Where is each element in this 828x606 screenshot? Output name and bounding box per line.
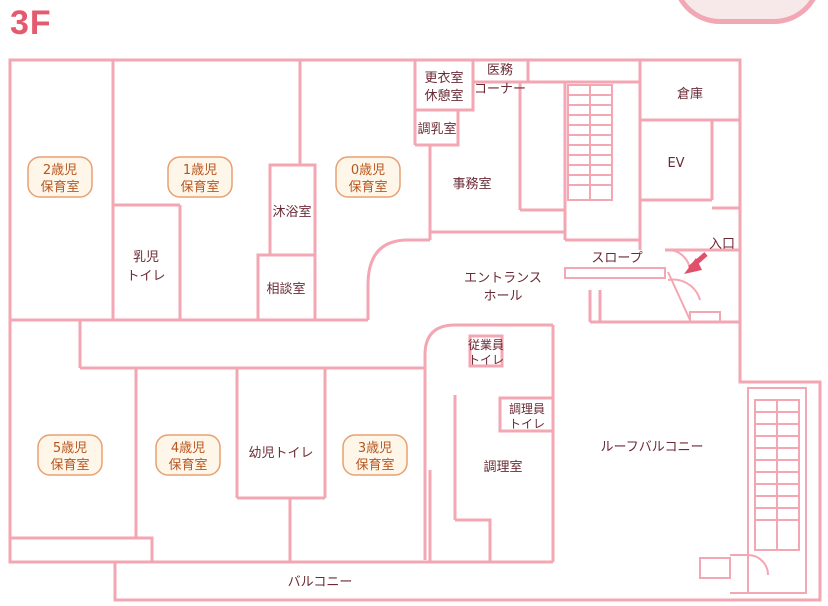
- svg-text:2歳児: 2歳児: [43, 163, 77, 178]
- label-changing-room: 更衣室: [424, 70, 463, 86]
- label-office: 事務室: [452, 176, 491, 192]
- label-elevator: EV: [667, 156, 684, 171]
- room-nursery-3: 3歳児 保育室: [342, 434, 408, 476]
- staff-toilet-walls: [468, 334, 504, 368]
- step: [699, 557, 731, 579]
- slope-rail: [564, 267, 666, 279]
- room-nursery-0: 0歳児 保育室: [335, 156, 401, 198]
- label-infant: 乳児: [133, 250, 159, 265]
- label-kitchen: 調理室: [483, 459, 522, 475]
- label-cook-toilet: トイレ: [509, 417, 545, 431]
- svg-text:4歳児: 4歳児: [171, 441, 205, 456]
- label-rest-room: 休憩室: [424, 88, 463, 104]
- outer-wall: [8, 58, 822, 602]
- label-infant-toilet: トイレ: [126, 269, 165, 284]
- door-swing: [747, 554, 769, 576]
- cook-toilet-walls: [498, 396, 555, 433]
- wall: [366, 238, 430, 320]
- door: [730, 554, 749, 594]
- label-medical-corner: コーナー: [474, 82, 526, 97]
- entrance-arrow-head-icon: [684, 258, 702, 274]
- wall: [415, 60, 475, 112]
- wall: [423, 323, 553, 560]
- label-storage: 倉庫: [677, 87, 703, 102]
- wall: [667, 271, 691, 321]
- svg-text:保育室: 保育室: [355, 457, 394, 473]
- label-balcony: バルコニー: [288, 575, 353, 590]
- room-nursery-5: 5歳児 保育室: [37, 434, 103, 476]
- label-consultation: 相談室: [266, 281, 305, 297]
- wall: [473, 60, 530, 84]
- svg-text:保育室: 保育室: [40, 179, 79, 195]
- label-staff: 従業員: [468, 338, 504, 352]
- svg-text:保育室: 保育室: [180, 179, 219, 195]
- svg-text:3歳児: 3歳児: [358, 441, 392, 456]
- label-kids-toilet: 幼児トイレ: [248, 446, 313, 461]
- label-medical: 医務: [487, 63, 513, 78]
- door-swing: [667, 249, 691, 273]
- label-entrance: 入口: [709, 237, 735, 252]
- room-nursery-4: 4歳児 保育室: [155, 434, 221, 476]
- label-bath-room: 沐浴室: [272, 204, 311, 220]
- svg-text:0歳児: 0歳児: [351, 163, 385, 178]
- floor-label: 3F: [10, 4, 52, 42]
- svg-text:保育室: 保育室: [168, 457, 207, 473]
- label-entrance-hall-2: ホール: [483, 289, 522, 304]
- stairs-lower: [747, 387, 807, 594]
- svg-text:保育室: 保育室: [348, 179, 387, 195]
- label-roof-balcony: ルーフバルコニー: [601, 440, 704, 455]
- stair-treads-upper: [568, 85, 612, 200]
- label-staff-toilet: トイレ: [468, 353, 504, 367]
- wall: [428, 470, 492, 564]
- svg-text:保育室: 保育室: [50, 457, 89, 473]
- room-nursery-1: 1歳児 保育室: [167, 156, 233, 198]
- wall: [415, 110, 460, 147]
- room-nursery-2: 2歳児 保育室: [27, 156, 93, 198]
- svg-text:1歳児: 1歳児: [183, 163, 217, 178]
- label-formula-room: 調乳室: [417, 121, 456, 137]
- label-cook: 調理員: [509, 402, 545, 416]
- wall: [10, 536, 154, 562]
- svg-text:5歳児: 5歳児: [53, 441, 87, 456]
- label-slope: スロープ: [591, 251, 642, 266]
- label-entrance-hall-1: エントランス: [464, 271, 542, 286]
- stair-treads-lower: [755, 400, 799, 550]
